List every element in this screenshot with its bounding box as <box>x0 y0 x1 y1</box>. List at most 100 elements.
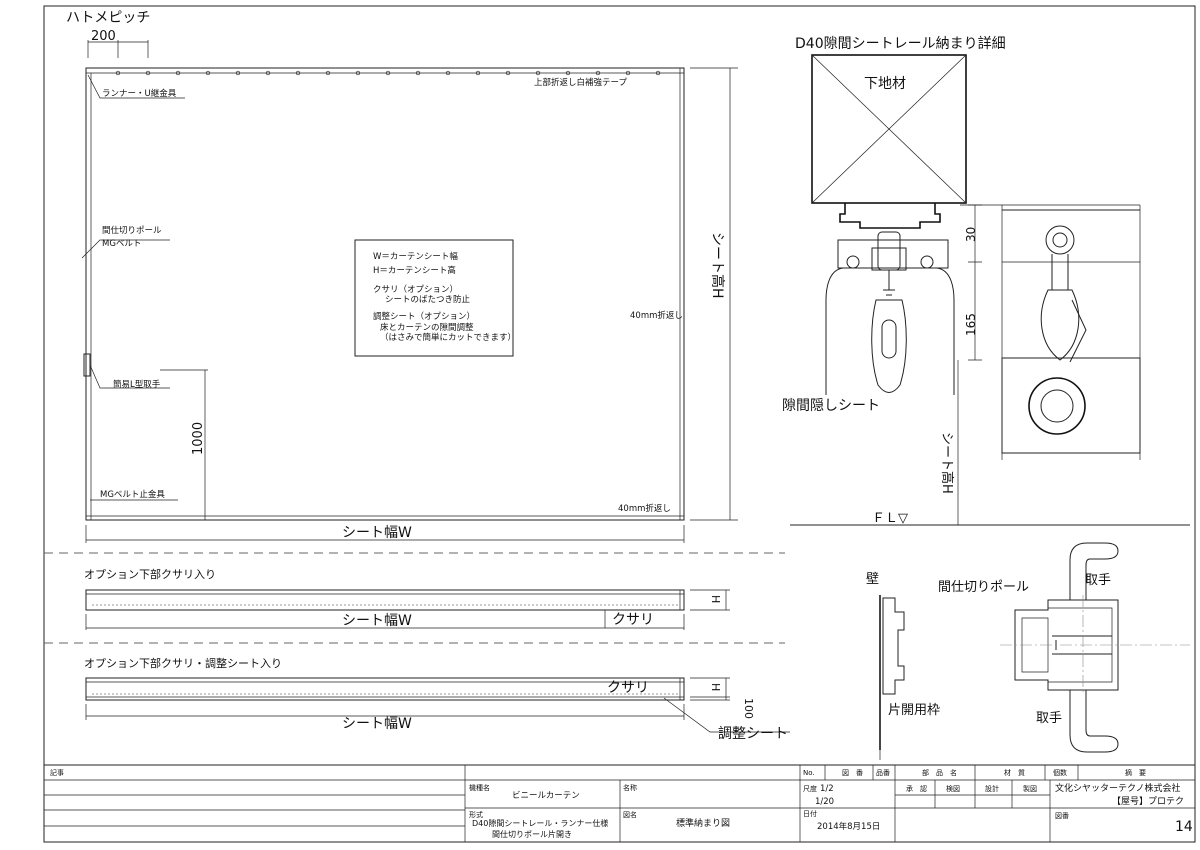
gap-sheet-left <box>825 267 844 395</box>
wall-label: 壁 <box>866 572 879 587</box>
tb-part-label: 部 品 名 <box>922 768 957 777</box>
tb-date-value: 2014年8月15日 <box>817 821 880 832</box>
option2-strip <box>85 677 685 701</box>
side-hook-clip <box>1069 299 1087 363</box>
note-line-5: 調整シート（オプション） <box>373 311 475 322</box>
hook-loop <box>871 299 907 393</box>
tb-drawing-no-label: 図 番 <box>842 769 863 777</box>
rail-body <box>837 239 949 269</box>
option2-h: H <box>709 683 722 691</box>
fold-right-label: 40mm折返し <box>630 310 683 321</box>
eyelet <box>565 70 571 76</box>
belt-label: MGベルト <box>102 239 141 249</box>
handle-top-label: 取手 <box>1085 573 1111 588</box>
note-line-4: シートのばたつき防止 <box>385 294 471 305</box>
handle-icon <box>83 353 91 377</box>
eyelet <box>505 70 511 76</box>
option1-h-dim <box>690 589 730 611</box>
note-line-6: 床とカーテンの隙間調整 <box>380 322 474 333</box>
tb-design-label: 設計 <box>985 784 999 793</box>
dim-1000-line <box>160 369 208 520</box>
pitch-dimension <box>87 40 149 58</box>
option2-width-dim <box>85 704 685 720</box>
tb-sheet-no-label: 図番 <box>1055 812 1069 820</box>
runner-body <box>877 231 901 271</box>
tb-notes-label: 記事 <box>50 768 64 777</box>
frame-label: 片開用枠 <box>888 703 940 718</box>
note-line-1: W＝カーテンシート幅 <box>373 251 458 262</box>
sheet-height-label: シート高H <box>709 232 726 299</box>
eyelet <box>385 70 391 76</box>
tb-scale-2: 1/20 <box>815 797 834 807</box>
pitch-value: 200 <box>91 29 116 44</box>
sheet-width-dim <box>85 525 685 543</box>
eyelet <box>445 70 451 76</box>
option2-dim: 100 <box>742 698 755 719</box>
eyelet-pitch-label: ハトメピッチ <box>66 10 150 26</box>
pole-body <box>1014 599 1119 691</box>
adjust-label: 調整シート <box>718 726 788 742</box>
pole-title: 間仕切りポール <box>938 580 1029 595</box>
gap-sheet-right <box>936 267 955 395</box>
side-eyelet-outer <box>1028 377 1086 435</box>
pole-inner <box>1021 617 1049 673</box>
tb-type-value-1: D40隙間シートレール・ランナー仕様 <box>472 818 608 828</box>
side-hook <box>1040 289 1080 361</box>
tb-qty-label: 個数 <box>1053 768 1067 777</box>
belt-stopper-label: MGベルト止金具 <box>100 489 165 500</box>
note-line-7: （はさみで簡単にカットできます） <box>380 332 516 343</box>
fold-bottom-label: 40mm折返し <box>618 503 671 514</box>
dim-30: 30 <box>964 227 978 242</box>
eyelet <box>325 70 331 76</box>
tb-item-label: 品番 <box>876 769 890 777</box>
detail-sheet-height: シート高H <box>939 432 955 494</box>
drawing-border <box>43 5 1196 843</box>
tb-model-label: 機種名 <box>469 783 490 792</box>
tb-sheet-no: 14 <box>1175 819 1193 835</box>
hook-inner <box>881 319 897 359</box>
base-material <box>811 54 967 204</box>
eyelet <box>205 70 211 76</box>
handle-bottom-icon <box>1069 690 1119 753</box>
dim-30-165 <box>968 204 982 361</box>
base-cross <box>811 54 967 204</box>
curtain-sheet <box>85 67 685 521</box>
eyelet-row <box>115 70 661 76</box>
eyelet <box>175 70 181 76</box>
handle-leader <box>89 364 170 389</box>
dim-165: 165 <box>964 313 978 336</box>
base-label: 下地材 <box>864 76 906 92</box>
runner-side-stem <box>1051 254 1069 290</box>
side-eyelet-inner <box>1040 389 1074 423</box>
eyelet <box>265 70 271 76</box>
option1-chain-label: クサリ <box>612 612 654 628</box>
adjust-leader <box>663 697 790 733</box>
option2-width: シート幅W <box>342 716 412 732</box>
eyelet <box>655 70 661 76</box>
section-edges <box>1001 205 1141 460</box>
eyelet <box>475 70 481 76</box>
handle-bottom-label: 取手 <box>1036 711 1062 726</box>
eyelet <box>355 70 361 76</box>
option1-strip <box>85 589 685 611</box>
option2-h-dim <box>690 677 730 701</box>
eyelet <box>145 70 151 76</box>
title-block <box>44 764 1195 842</box>
tb-approval-label: 承 認 <box>906 784 927 793</box>
runner-leader <box>87 74 185 99</box>
eyelet <box>115 70 121 76</box>
option2-chain-label: クサリ <box>607 680 649 696</box>
tb-draft-label: 製図 <box>1023 784 1037 793</box>
option1-width: シート幅W <box>342 613 412 629</box>
tb-material-label: 材 質 <box>1004 768 1025 777</box>
eyelet <box>295 70 301 76</box>
runner-side-inner <box>1052 232 1068 248</box>
tb-brand: 【屋号】プロテク <box>1112 796 1184 807</box>
runner-wheel <box>920 255 934 269</box>
option1-title: オプション下部クサリ入り <box>84 567 216 581</box>
runner-wheel <box>846 255 860 269</box>
eyelet <box>415 70 421 76</box>
pole-leader <box>81 239 170 259</box>
top-tape-label: 上部折返し白補強テープ <box>534 77 627 88</box>
